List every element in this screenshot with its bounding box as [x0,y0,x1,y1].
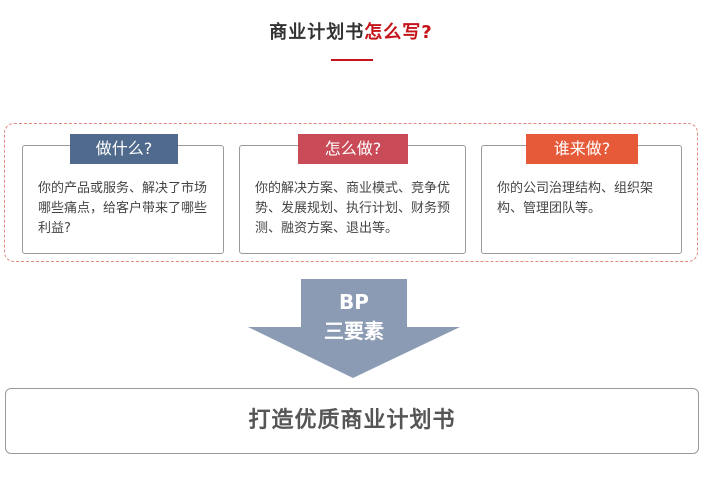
title-main: 商业计划书 [269,22,365,43]
card-how-text: 你的解决方案、商业模式、竞争优势、发展规划、执行计划、财务预测、融资方案、退出等… [255,181,451,236]
cards-frame [4,123,698,262]
card-who: 谁来做? 你的公司治理结构、组织架构、管理团队等。 [481,134,682,254]
card-who-text: 你的公司治理结构、组织架构、管理团队等。 [497,181,654,216]
arrow-label-elements: 三要素 [324,319,384,343]
conclusion-box: 打造优质商业计划书 [5,388,699,454]
arrow-label-bp: BP [339,290,369,314]
title-underline [331,59,373,61]
card-who-tag: 谁来做? [526,134,638,164]
card-how: 怎么做? 你的解决方案、商业模式、竞争优势、发展规划、执行计划、财务预测、融资方… [239,134,466,254]
card-what-text: 你的产品或服务、解决了市场哪些痛点，给客户带来了哪些利益? [38,181,208,236]
card-what: 做什么? 你的产品或服务、解决了市场哪些痛点，给客户带来了哪些利益? [22,134,224,254]
card-how-tag: 怎么做? [298,134,408,164]
card-what-tag: 做什么? [70,134,178,164]
page-title: 商业计划书怎么写? [0,18,702,44]
conclusion-text: 打造优质商业计划书 [248,408,456,433]
title-accent: 怎么写? [364,22,433,43]
